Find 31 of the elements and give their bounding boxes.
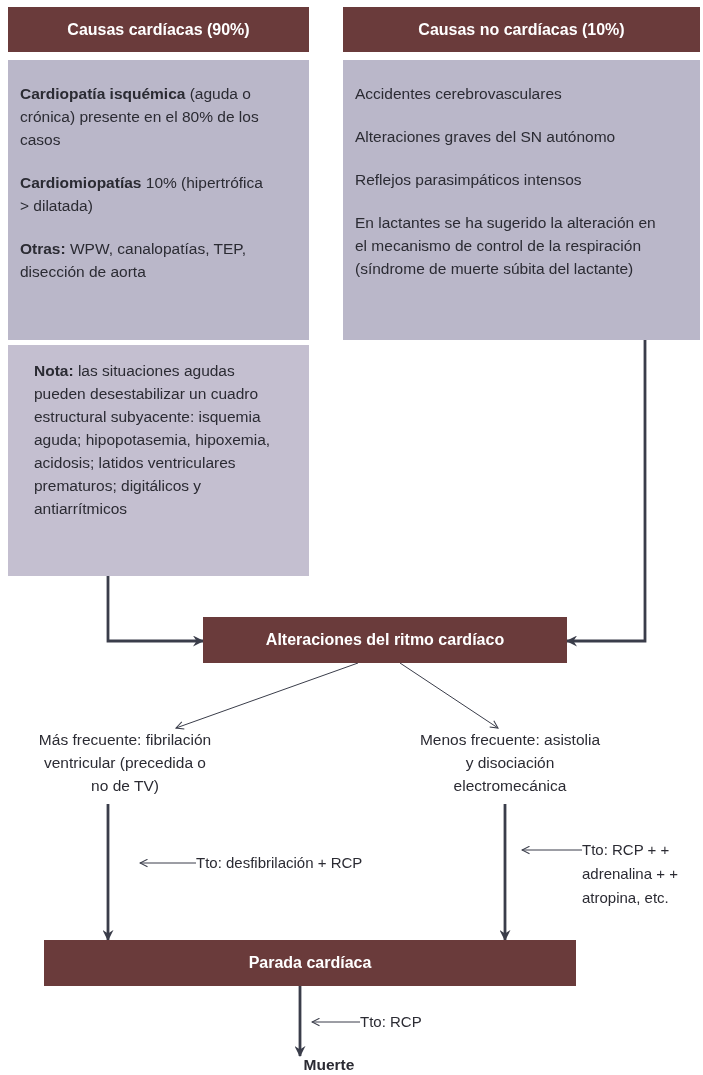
outcome-text: Menos frecuente: asistolia y disociación electromecánica: [418, 728, 602, 804]
header-bar: Causas cardíacas (90%): [8, 7, 309, 52]
outcome-text: Muerte: [296, 1056, 362, 1075]
panel-text: Cardiopatía isquémica (aguda o crónica) presente en el 80% de los casos: [20, 84, 260, 150]
cause-panel: [343, 60, 700, 340]
treatment-note: Tto: desfibrilación + RCP: [196, 851, 426, 875]
panel-text: Otras: WPW, canalopatías, TEP, disección de aorta: [20, 239, 247, 282]
panel-text: Nota: las situaciones agudas pueden desestabilizar un cuadro estructural subyacente: isquemia aguda; hipopotasemia, hipoxemia, acidosis; latidos ventriculares prematuros; digitálicos y antiarrítmicos: [34, 361, 272, 519]
outcome-text: Más frecuente: fibrilación ventricular (precedida o no de TV): [36, 728, 214, 804]
arrow: [294, 986, 306, 1057]
header-bar: Causas no cardíacas (10%): [343, 7, 700, 52]
cause-panel: [8, 60, 309, 340]
treatment-note: Tto: RCP + + adrenalina + + atropina, etc.: [582, 838, 703, 914]
arrow: [399, 662, 499, 729]
panel-text: Alteraciones graves del SN autónomo: [355, 127, 617, 147]
note-panel: [8, 345, 309, 576]
treatment-note: Tto: RCP: [360, 1010, 444, 1034]
panel-text: En lactantes se ha sugerido la alteración en el mecanismo de control de la respiración (síndrome de muerte súbita del lactante): [355, 213, 657, 279]
panel-text: Reflejos parasimpáticos intensos: [355, 170, 583, 190]
process-bar: Alteraciones del ritmo cardíaco: [203, 617, 567, 663]
arrow: [311, 1017, 361, 1027]
arrow: [139, 858, 197, 868]
arrow: [521, 845, 583, 855]
arrow: [106, 576, 204, 647]
process-bar: Parada cardíaca: [44, 940, 576, 986]
arrow: [102, 804, 114, 941]
panel-text: Accidentes cerebrovasculares: [355, 84, 563, 104]
arrow: [566, 340, 647, 647]
arrow: [499, 804, 511, 941]
panel-text: Cardiomiopatías 10% (hipertrófica > dilatada): [20, 173, 264, 216]
arrow: [175, 662, 359, 730]
